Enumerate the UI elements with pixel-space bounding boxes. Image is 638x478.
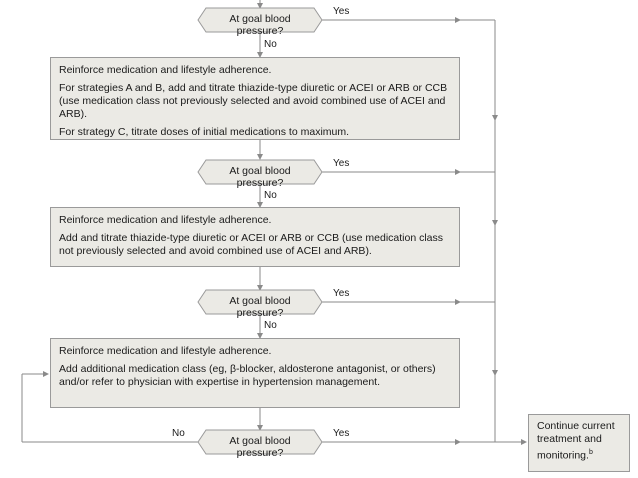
decision-3-yes: Yes xyxy=(333,288,350,299)
step-1-line-2: For strategies A and B, add and titrate … xyxy=(59,82,448,120)
step-3-line-2: Add additional medication class (eg, β-b… xyxy=(59,363,436,388)
decision-1-yes: Yes xyxy=(333,6,350,17)
footnote-marker: b xyxy=(588,449,593,456)
decision-1-label: At goal blood pressure? xyxy=(229,13,291,37)
step-2-box: Reinforce medication and lifestyle adher… xyxy=(50,207,460,267)
decision-3-no: No xyxy=(264,320,277,331)
step-1-line-1: Reinforce medication and lifestyle adher… xyxy=(59,64,272,76)
continue-treatment-box: Continue current treatment and monitorin… xyxy=(528,414,630,472)
step-2-line-2: Add and titrate thiazide-type diuretic o… xyxy=(59,232,444,257)
continue-treatment-text: Continue current treatment and monitorin… xyxy=(537,420,615,462)
decision-2-yes: Yes xyxy=(333,158,350,169)
decision-2-no: No xyxy=(264,190,277,201)
step-1-box: Reinforce medication and lifestyle adher… xyxy=(50,57,460,140)
step-2-line-1: Reinforce medication and lifestyle adher… xyxy=(59,214,272,226)
decision-4-yes: Yes xyxy=(333,428,350,439)
step-3-line-1: Reinforce medication and lifestyle adher… xyxy=(59,345,272,357)
decision-4-no: No xyxy=(172,428,185,439)
step-3-box: Reinforce medication and lifestyle adher… xyxy=(50,338,460,408)
step-1-line-3: For strategy C, titrate doses of initial… xyxy=(59,126,350,138)
decision-3-label: At goal blood pressure? xyxy=(229,295,291,319)
decision-2-label: At goal blood pressure? xyxy=(229,165,291,189)
decision-4-label: At goal blood pressure? xyxy=(229,435,291,459)
decision-1-no: No xyxy=(264,39,277,50)
